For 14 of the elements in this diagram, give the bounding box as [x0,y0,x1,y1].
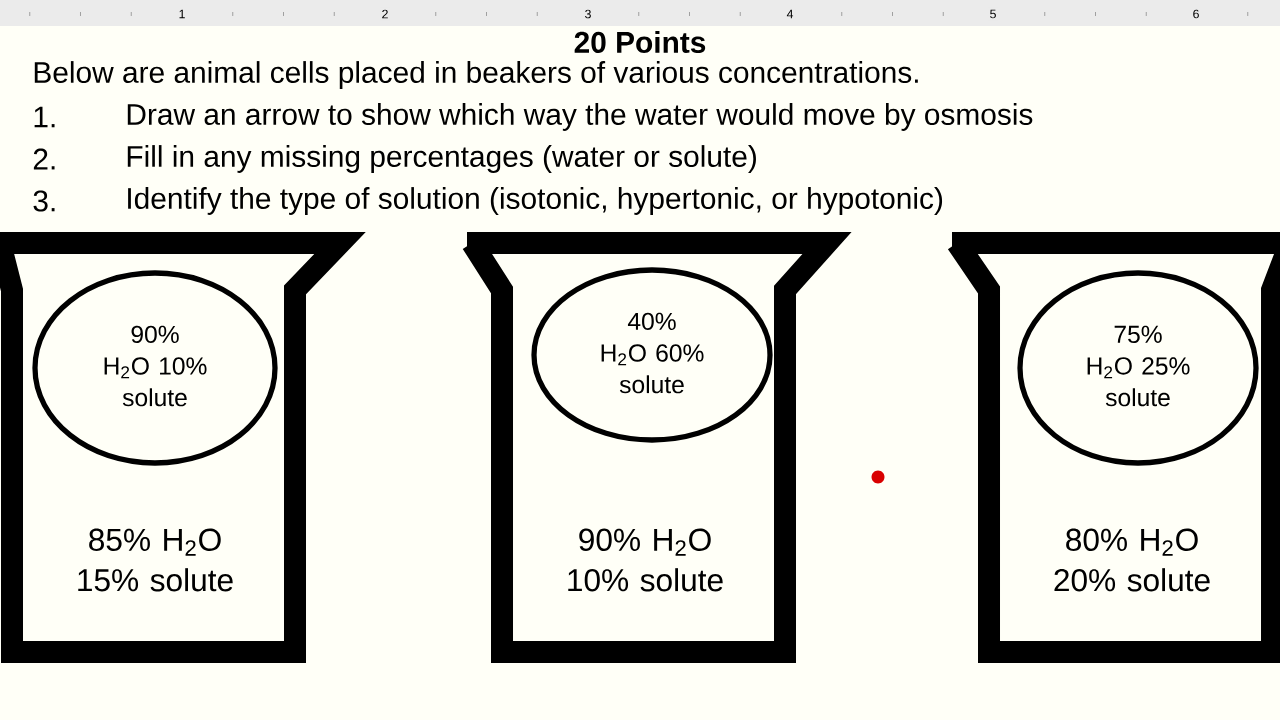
ruler-number: 3 [582,7,594,21]
instruction-text: Below are animal cells placed in beakers of various concentrations. [34,61,918,89]
ruler-number: 2 [379,7,391,21]
step-number: 1. [34,106,55,128]
instruction-text: Draw an arrow to show which way the water would move by osmosis [127,103,1033,131]
instruction-text: Fill in any missing percentages (water or solute) [127,145,756,173]
ruler-number: 1 [176,8,188,20]
title: 20 Points [574,31,706,53]
ruler-number: 4 [784,8,796,20]
instruction-text: Identify the type of solution (isotonic, hypertonic, or hypotonic) [128,187,943,215]
step-number: 2. [33,148,55,170]
ruler-number: 6 [1190,7,1202,21]
step-number: 3. [33,190,55,212]
ruler-number: 5 [987,7,999,21]
